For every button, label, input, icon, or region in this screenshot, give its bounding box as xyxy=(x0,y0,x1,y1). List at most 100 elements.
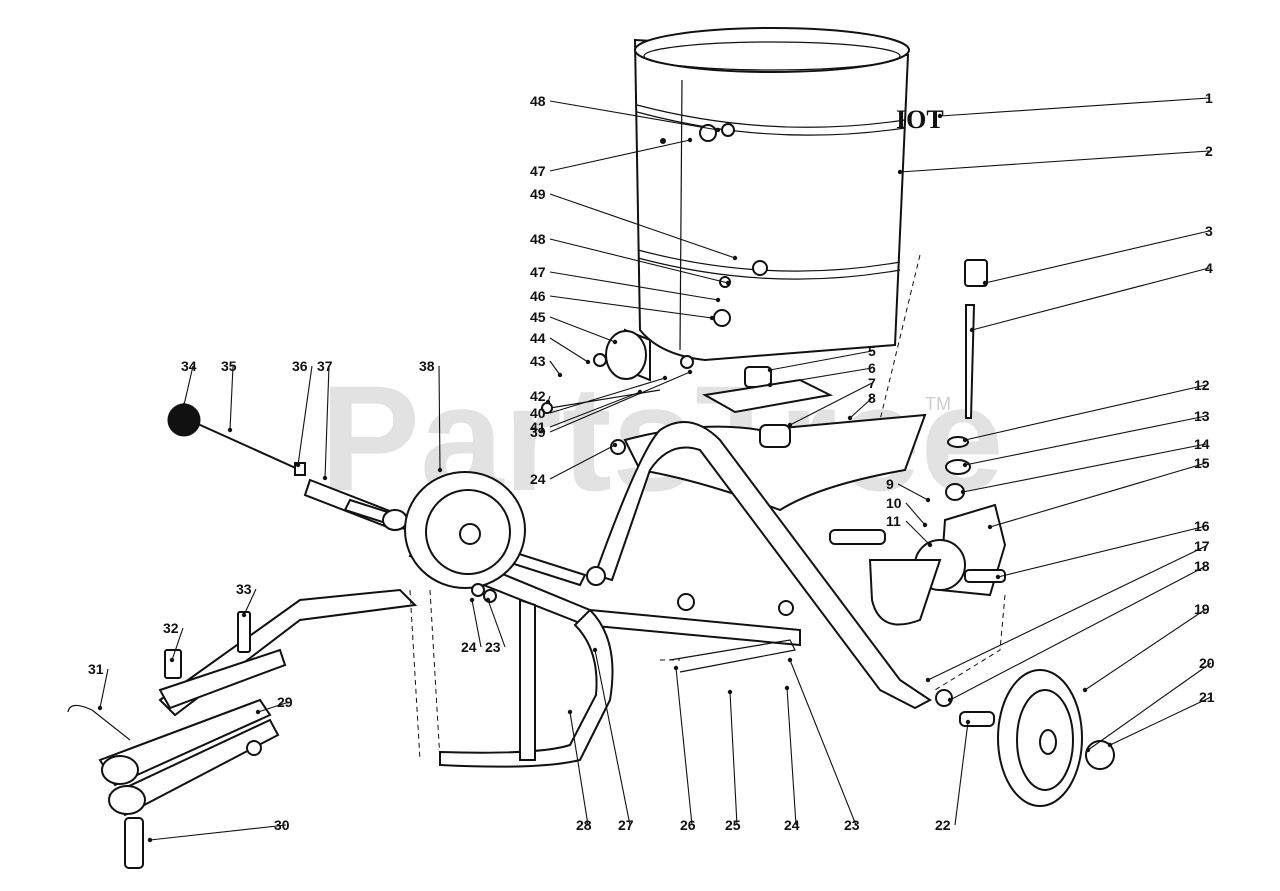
leader-line xyxy=(257,701,290,713)
leader-dot xyxy=(662,375,668,381)
leader-dot xyxy=(241,612,247,618)
callout-c24b: 24 xyxy=(784,685,800,833)
leader-dot xyxy=(255,709,261,715)
callout-labels: 1234121314151617181920212223242526272830… xyxy=(88,90,1215,843)
leader-dot xyxy=(715,127,721,133)
callout-c6: 6 xyxy=(767,360,876,388)
callout-number: 46 xyxy=(530,288,546,304)
frame xyxy=(408,421,995,768)
leader-dot xyxy=(715,297,721,303)
leader-dot xyxy=(1082,687,1088,693)
hitch-assembly xyxy=(67,588,418,869)
callout-number: 49 xyxy=(530,186,546,202)
left-wheel xyxy=(404,471,526,603)
leader-dot xyxy=(592,647,598,653)
leader-dot xyxy=(962,462,968,468)
callout-number: 36 xyxy=(292,358,308,374)
callout-c35: 35 xyxy=(221,358,237,433)
callout-c25: 25 xyxy=(725,689,741,833)
leader-line xyxy=(549,360,561,376)
callout-c21: 21 xyxy=(1107,689,1215,748)
callout-number: 29 xyxy=(277,694,293,710)
leader-line xyxy=(243,588,257,616)
callout-number: 47 xyxy=(530,264,546,280)
leader-line xyxy=(549,100,719,131)
callout-number: 23 xyxy=(844,817,860,833)
leader-dot xyxy=(995,574,1001,580)
leader-dot xyxy=(727,689,733,695)
leader-dot xyxy=(927,542,933,548)
callout-number: 20 xyxy=(1199,655,1215,671)
callout-number: 7 xyxy=(868,375,876,391)
leader-line xyxy=(471,599,482,648)
leader-line xyxy=(964,415,1207,466)
leader-dot xyxy=(1085,747,1091,753)
leader-line xyxy=(989,462,1207,528)
callout-number: 6 xyxy=(868,360,876,376)
callout-number: 27 xyxy=(618,817,634,833)
assembly-guides xyxy=(409,254,1006,761)
callout-number: 39 xyxy=(530,424,546,440)
callout-number: 48 xyxy=(530,231,546,247)
leader-line xyxy=(786,687,797,826)
leader-line xyxy=(229,365,234,431)
leader-dot xyxy=(181,402,187,408)
callout-number: 38 xyxy=(419,358,435,374)
callout-c15: 15 xyxy=(987,455,1210,530)
leader-dot xyxy=(322,475,328,481)
leader-dot xyxy=(437,467,443,473)
leader-dot xyxy=(925,497,931,503)
callout-number: 4 xyxy=(1205,260,1213,276)
leader-line xyxy=(905,520,931,546)
leader-dot xyxy=(725,280,731,286)
leader-line xyxy=(549,139,691,172)
callout-number: 44 xyxy=(530,330,546,346)
leader-line xyxy=(149,824,287,841)
callout-number: 1 xyxy=(1205,90,1213,106)
callout-number: 13 xyxy=(1194,408,1210,424)
callout-number: 37 xyxy=(317,358,333,374)
leader-line xyxy=(487,599,506,648)
leader-line xyxy=(729,691,738,826)
leader-dot xyxy=(962,437,968,443)
leader-dot xyxy=(947,697,953,703)
callout-c38: 38 xyxy=(419,358,443,473)
leader-dot xyxy=(295,462,301,468)
leader-dot xyxy=(787,657,793,663)
callout-c34: 34 xyxy=(181,358,197,408)
leader-line xyxy=(849,397,873,419)
leader-line xyxy=(954,721,969,826)
callout-c37: 37 xyxy=(317,358,333,481)
leader-dot xyxy=(147,837,153,843)
callout-number: 9 xyxy=(886,476,894,492)
leader-line xyxy=(549,316,616,343)
callout-number: 25 xyxy=(725,817,741,833)
hopper-drum: IOT xyxy=(633,27,944,362)
callout-c12: 12 xyxy=(962,377,1210,443)
leader-line xyxy=(99,668,109,709)
leader-dot xyxy=(1107,742,1113,748)
callout-number: 18 xyxy=(1194,558,1210,574)
callout-c28: 28 xyxy=(567,709,592,833)
callout-number: 31 xyxy=(88,661,104,677)
callout-number: 47 xyxy=(530,163,546,179)
callout-c33: 33 xyxy=(236,581,257,618)
callout-c44: 44 xyxy=(530,330,591,365)
callout-c42: 42 xyxy=(530,388,551,405)
callout-c41: 41 xyxy=(530,389,643,435)
callout-number: 12 xyxy=(1194,377,1210,393)
leader-line xyxy=(997,525,1207,578)
leader-dot xyxy=(787,422,793,428)
callout-c18: 18 xyxy=(947,558,1210,703)
callout-c30: 30 xyxy=(147,817,290,843)
callout-number: 48 xyxy=(530,93,546,109)
callout-c26: 26 xyxy=(673,665,696,833)
callout-c24: 24 xyxy=(530,442,618,487)
callout-number: 17 xyxy=(1194,538,1210,554)
leader-dot xyxy=(97,705,103,711)
leader-dot xyxy=(982,280,988,286)
callout-c39: 39 xyxy=(530,369,693,440)
callout-c10: 10 xyxy=(886,495,928,528)
leader-dot xyxy=(585,359,591,365)
leader-dot xyxy=(847,415,853,421)
